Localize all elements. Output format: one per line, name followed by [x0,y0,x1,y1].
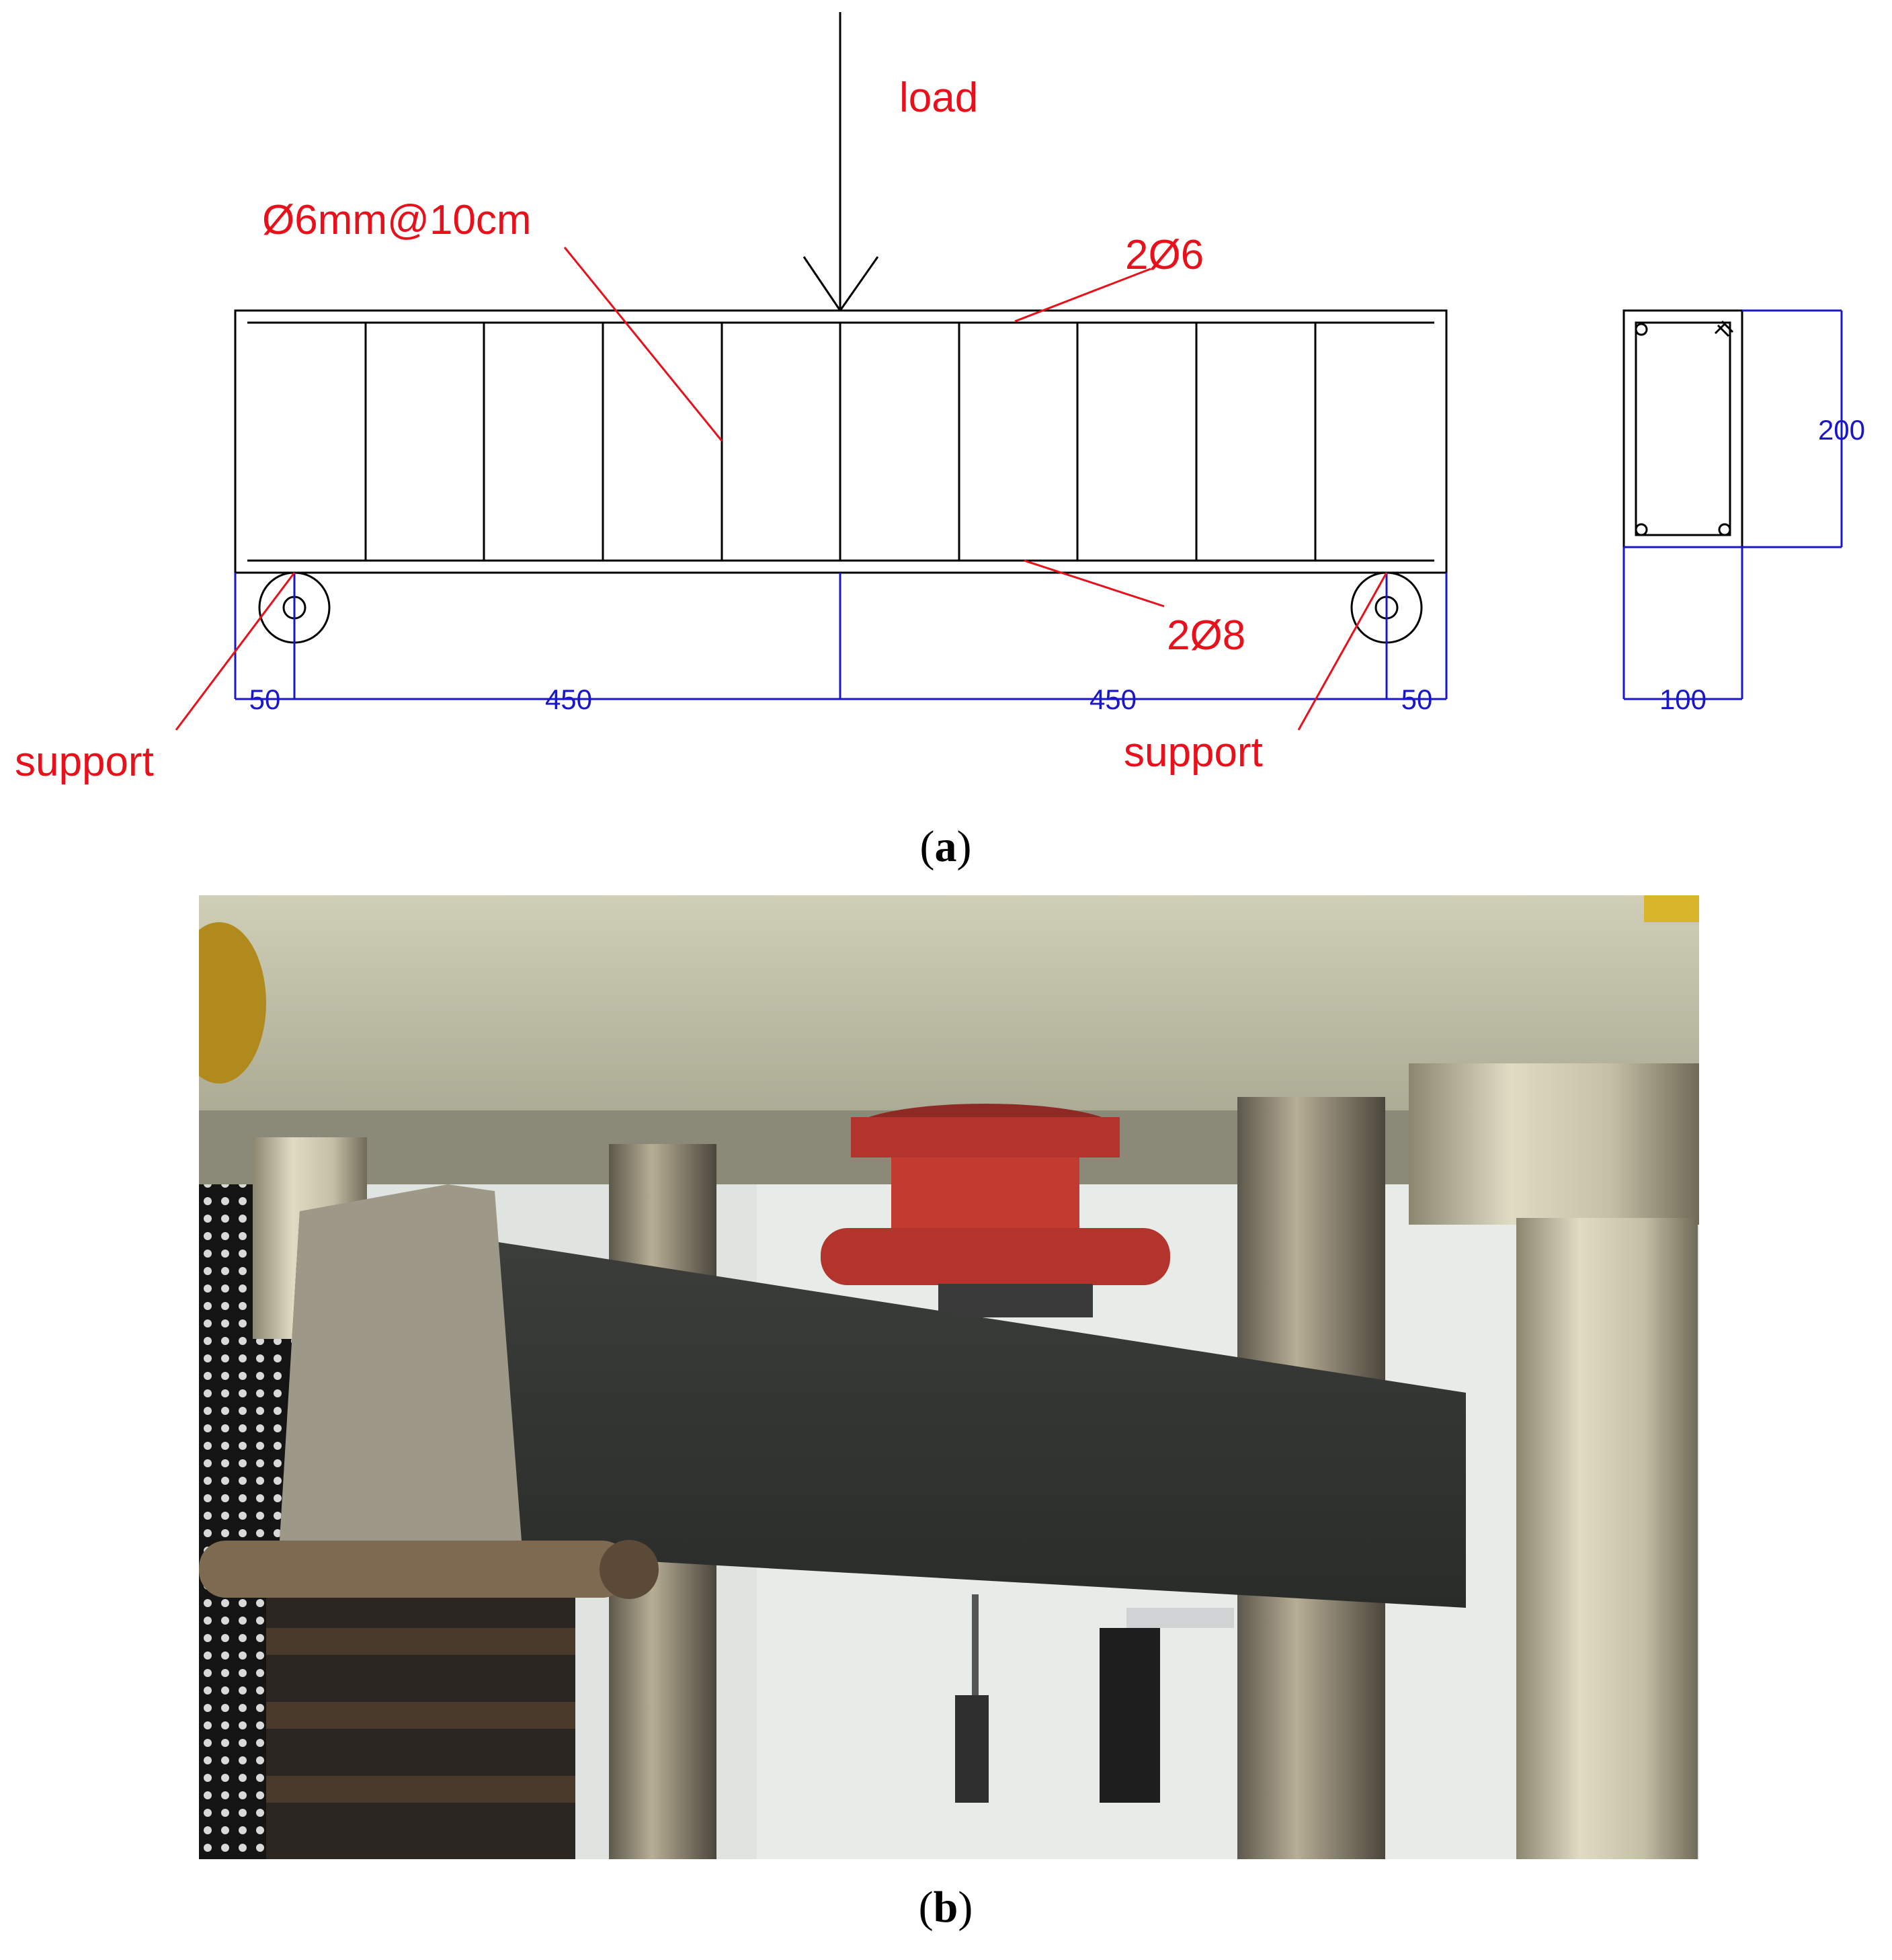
cross-section-stirrup [1635,321,1731,536]
label-top-bars: 2Ø6 [1125,232,1204,278]
test-setup-photo [199,895,1699,1859]
dim-section-height: 200 [1818,414,1865,446]
load-arrow [803,12,879,311]
dimension-lines [234,573,1448,700]
annotation-leaders [175,247,1388,731]
stirrups [364,323,1317,561]
caption-b: (b) [918,1883,973,1932]
dim-right-span: 450 [1089,684,1137,715]
dim-left-overhang: 50 [249,684,281,715]
label-load: load [899,75,978,121]
label-bottom-bars: 2Ø8 [1167,612,1245,659]
section-dimension-lines [1622,309,1843,700]
dim-left-span: 450 [545,684,592,715]
caption-a: (a) [919,822,972,871]
dim-right-overhang: 50 [1401,684,1433,715]
cross-section-bars [1635,320,1734,536]
label-stirrups: Ø6mm@10cm [262,197,532,243]
label-support-left: support [15,739,154,785]
cross-section-outline [1622,309,1743,548]
beam-diagram: 50 450 450 50 200 100 load Ø6mm@10cm 2Ø6… [15,12,1865,785]
dim-section-width: 100 [1659,684,1706,715]
label-support-right: support [1124,729,1263,776]
